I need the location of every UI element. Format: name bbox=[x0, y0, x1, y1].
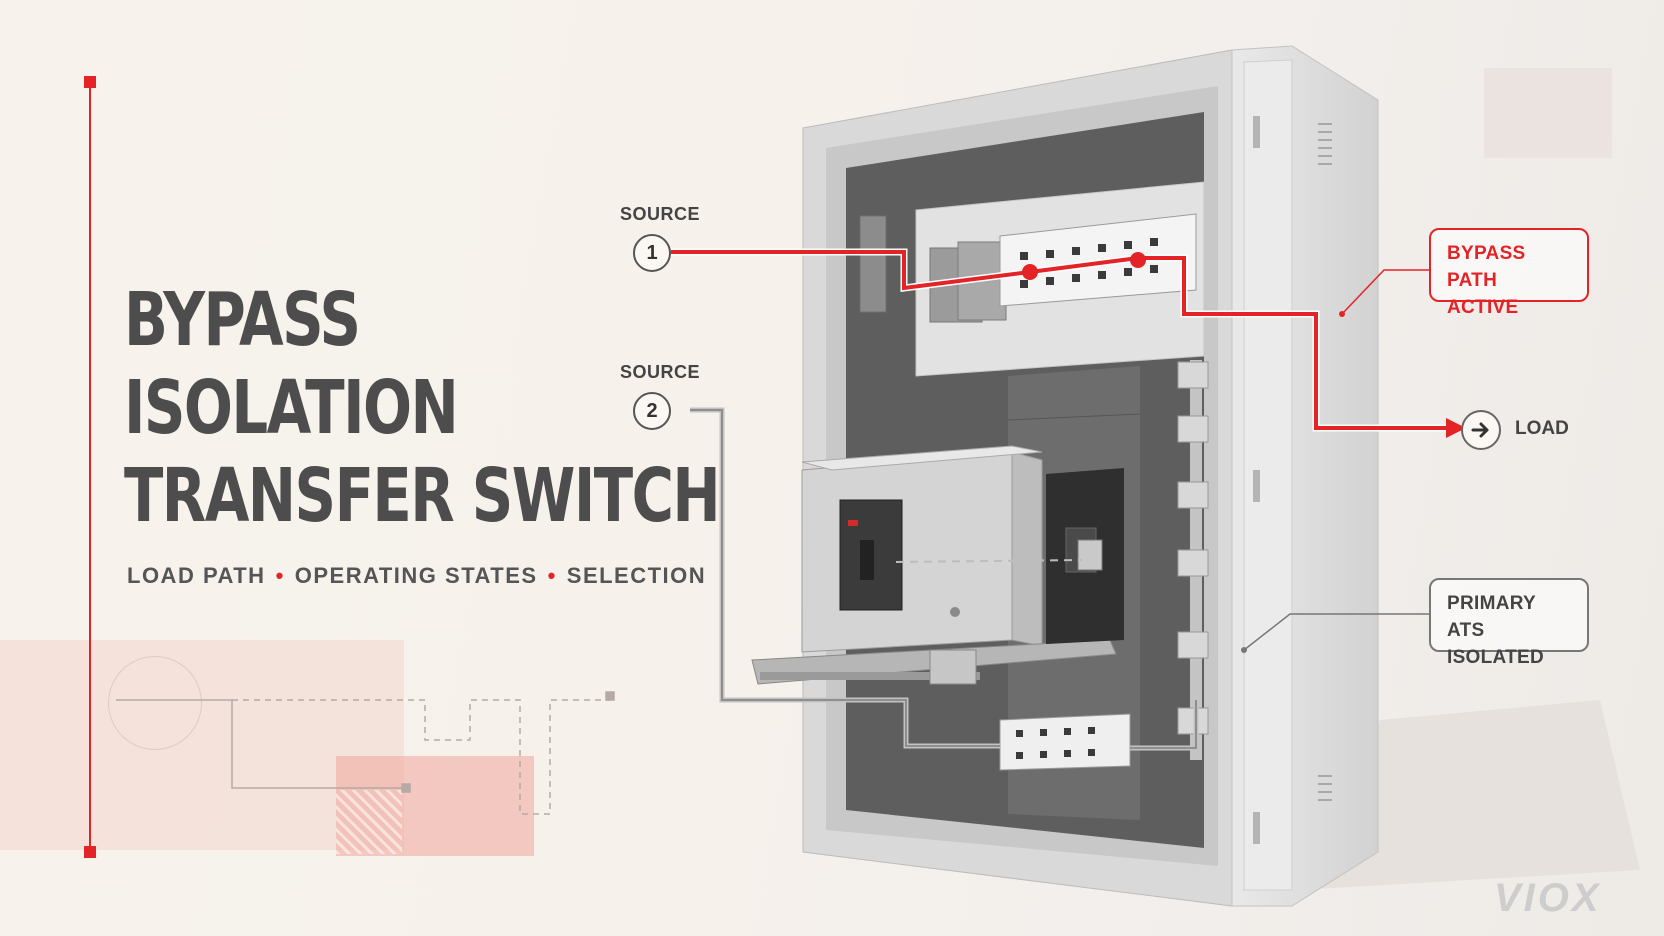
source-1-label: SOURCE bbox=[620, 204, 701, 224]
decorative-dot-grid bbox=[1484, 68, 1612, 158]
door-vents bbox=[1318, 123, 1332, 801]
decorative-hatch bbox=[336, 790, 402, 854]
bypass-leader-line bbox=[1341, 269, 1429, 315]
bypass-leader-dot bbox=[1339, 311, 1345, 317]
source-2-label: SOURCE bbox=[620, 362, 701, 382]
door-edge bbox=[1243, 59, 1293, 891]
floor-shadow bbox=[1300, 700, 1640, 890]
bypass-callout-line-1: BYPASS PATH bbox=[1447, 243, 1526, 291]
subtitle-separator: • bbox=[275, 563, 285, 588]
subtitle-item-operating-states: OPERATING STATES bbox=[294, 563, 538, 588]
bypass-node-2 bbox=[1130, 252, 1146, 268]
title-line-1: BYPASS bbox=[124, 277, 361, 363]
viox-logo: VIOX bbox=[1494, 876, 1602, 920]
primary-ats-drawout-unit bbox=[751, 445, 1117, 685]
source-2-number: 2 bbox=[633, 392, 671, 430]
isolation-dashed-line bbox=[895, 559, 1083, 563]
load-label: LOAD bbox=[1515, 418, 1569, 439]
bypass-path bbox=[671, 250, 1446, 430]
vertical-busbar bbox=[1177, 360, 1209, 760]
subtitle: LOAD PATH • OPERATING STATES • SELECTION bbox=[127, 563, 706, 589]
bypass-path-active-callout: BYPASS PATH ACTIVE bbox=[1429, 228, 1589, 318]
source-2-path-core bbox=[690, 409, 1197, 749]
title-line-2: ISOLATION bbox=[124, 365, 459, 451]
door-hinges bbox=[1253, 116, 1260, 844]
primary-leader-line bbox=[1243, 613, 1429, 651]
arrow-right-icon bbox=[1461, 410, 1501, 450]
accent-rail-cap-bottom bbox=[84, 846, 96, 858]
decorative-circle bbox=[108, 656, 202, 750]
subtitle-item-selection: SELECTION bbox=[566, 563, 707, 588]
load-arrowhead bbox=[1446, 418, 1466, 438]
accent-rail-cap-top bbox=[84, 76, 96, 88]
primary-ats-isolated-callout: PRIMARY ATS ISOLATED bbox=[1429, 578, 1589, 668]
primary-leader-dot bbox=[1241, 647, 1247, 653]
bypass-callout-line-2: ACTIVE bbox=[1447, 297, 1519, 318]
ats-cradle bbox=[1046, 468, 1124, 644]
bypass-node-1 bbox=[1022, 264, 1038, 280]
primary-callout-line-1: PRIMARY ATS bbox=[1447, 593, 1536, 641]
accent-rail bbox=[89, 80, 91, 852]
lower-terminal-block bbox=[999, 713, 1131, 771]
subtitle-item-load-path: LOAD PATH bbox=[127, 563, 266, 588]
primary-callout-line-2: ISOLATED bbox=[1447, 647, 1545, 668]
source-1-number: 1 bbox=[633, 234, 671, 272]
panel-seam bbox=[1007, 413, 1141, 421]
subtitle-separator: • bbox=[547, 563, 557, 588]
